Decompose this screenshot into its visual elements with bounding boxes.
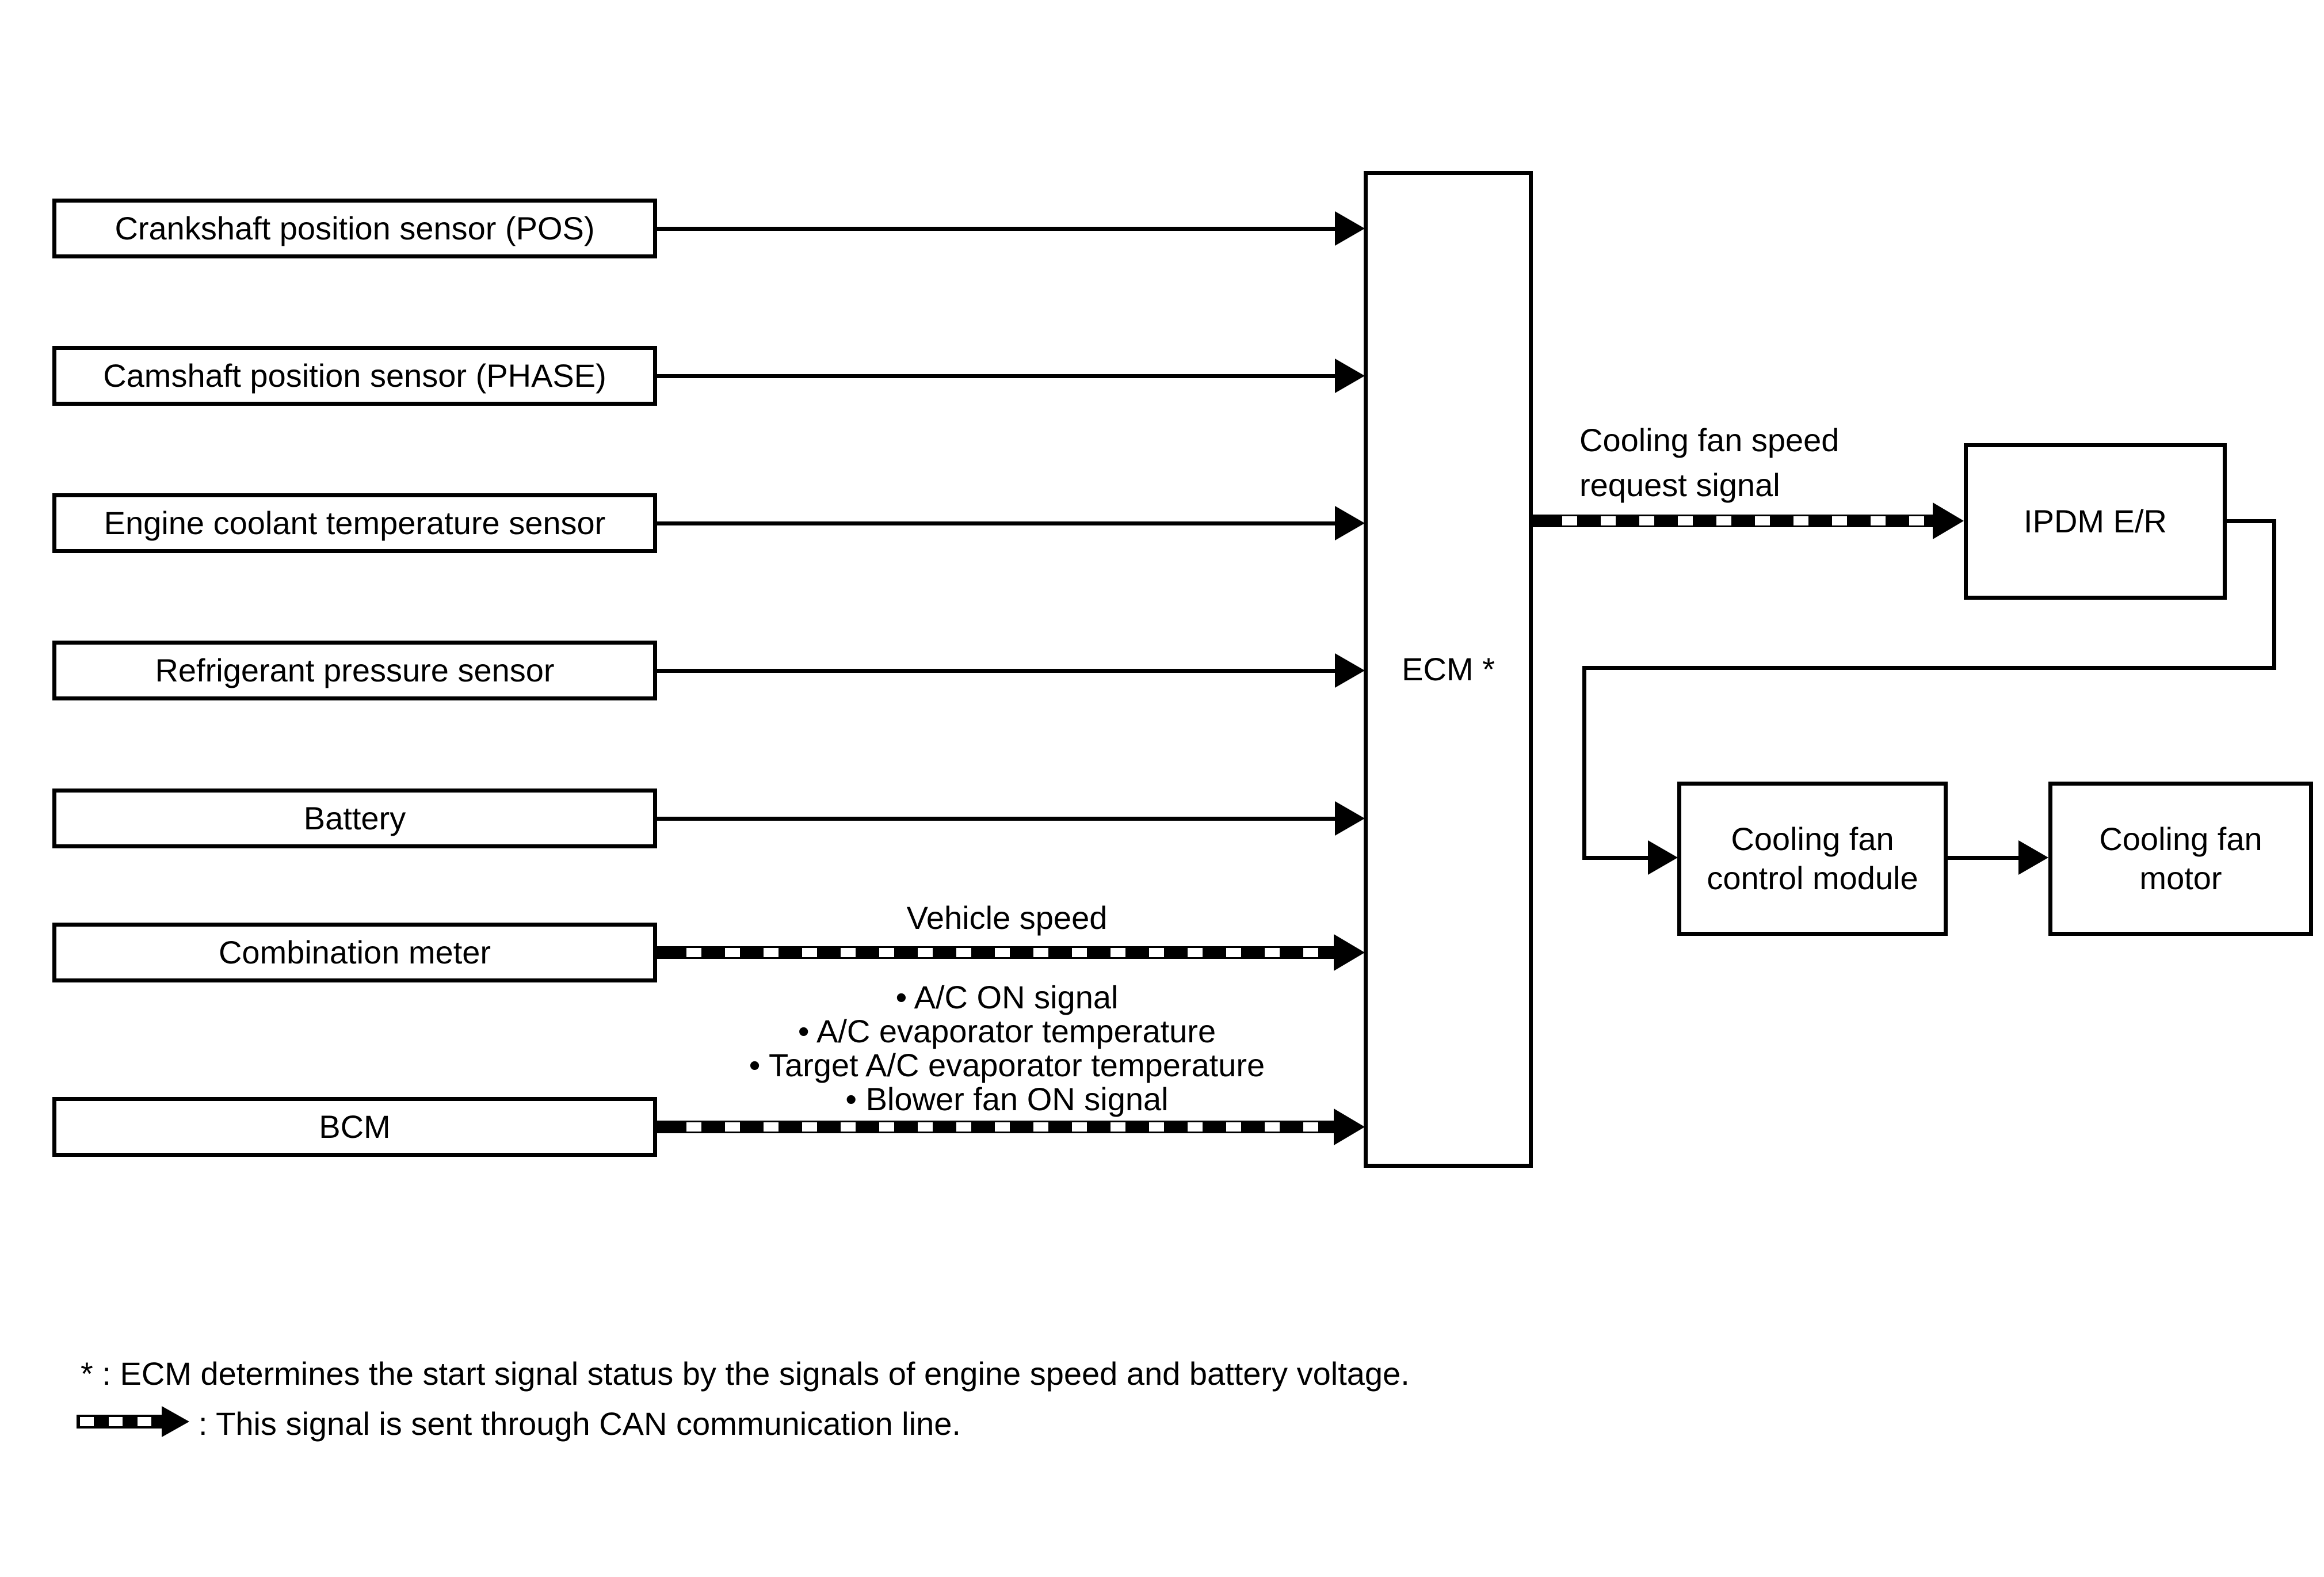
bcm-signal-target-evaporator-temp: • Target A/C evaporator temperature bbox=[749, 1047, 1265, 1083]
arrow-head-battery-to-ecm bbox=[1335, 801, 1365, 836]
bcm-label: BCM bbox=[319, 1109, 391, 1145]
arrow-head-crankshaft-to-ecm bbox=[1335, 211, 1365, 246]
cooling-fan-request-label: Cooling fan speed request signal bbox=[1579, 418, 1839, 508]
wire-return-horizontal-segment bbox=[1582, 666, 2276, 670]
can-legend-icon-head bbox=[162, 1406, 189, 1437]
cooling-fan-motor-line1: Cooling fan bbox=[2099, 821, 2262, 857]
cooling-fan-control-module-line1: Cooling fan bbox=[1731, 821, 1894, 857]
can-arrow-head-combination-meter-to-ecm bbox=[1334, 934, 1365, 971]
ecm-asterisk-footnote: * : ECM determines the start signal stat… bbox=[81, 1355, 1410, 1392]
can-footnote: : This signal is sent through CAN commun… bbox=[199, 1405, 961, 1442]
wire-left-down-segment bbox=[1582, 666, 1586, 860]
cooling-fan-motor-line2: motor bbox=[2139, 860, 2222, 896]
cooling-fan-request-line2: request signal bbox=[1579, 467, 1780, 503]
arrow-head-refrigerant-to-ecm bbox=[1335, 653, 1365, 688]
battery-box: Battery bbox=[52, 788, 657, 848]
engine-coolant-temperature-sensor-label: Engine coolant temperature sensor bbox=[104, 505, 606, 541]
refrigerant-pressure-sensor-box: Refrigerant pressure sensor bbox=[52, 641, 657, 700]
crankshaft-position-sensor-box: Crankshaft position sensor (POS) bbox=[52, 199, 657, 258]
can-arrow-head-ecm-to-ipdm bbox=[1933, 502, 1964, 539]
bcm-signal-list: • A/C ON signal • A/C evaporator tempera… bbox=[662, 980, 1352, 1116]
can-arrow-ecm-to-ipdm bbox=[1533, 515, 1934, 527]
arrow-line-battery-to-ecm bbox=[657, 817, 1336, 821]
cooling-fan-motor-box: Cooling fan motor bbox=[2048, 782, 2313, 936]
ipdm-er-box: IPDM E/R bbox=[1964, 443, 2227, 600]
wire-into-control-module-segment bbox=[1582, 856, 1649, 860]
engine-coolant-temperature-sensor-box: Engine coolant temperature sensor bbox=[52, 493, 657, 553]
cooling-fan-request-line1: Cooling fan speed bbox=[1579, 422, 1840, 458]
battery-label: Battery bbox=[303, 800, 406, 836]
combination-meter-box: Combination meter bbox=[52, 923, 657, 982]
can-legend-icon bbox=[77, 1415, 162, 1429]
ecm-box: ECM * bbox=[1364, 171, 1533, 1168]
ecm-label: ECM * bbox=[1402, 651, 1495, 687]
arrow-line-coolant-to-ecm bbox=[657, 521, 1336, 525]
arrow-head-wire-to-control-module bbox=[1648, 840, 1678, 875]
arrow-head-coolant-to-ecm bbox=[1335, 506, 1365, 540]
camshaft-position-sensor-label: Camshaft position sensor (PHASE) bbox=[103, 357, 606, 394]
camshaft-position-sensor-box: Camshaft position sensor (PHASE) bbox=[52, 346, 657, 406]
cooling-fan-control-module-line2: control module bbox=[1707, 860, 1918, 896]
arrow-line-crankshaft-to-ecm bbox=[657, 227, 1336, 231]
bcm-signal-evaporator-temp: • A/C evaporator temperature bbox=[797, 1013, 1216, 1049]
wire-ipdm-right-segment bbox=[2227, 519, 2276, 523]
wire-ipdm-down-segment bbox=[2272, 519, 2276, 670]
bcm-signal-blower-fan-on: • Blower fan ON signal bbox=[845, 1081, 1169, 1117]
arrow-line-refrigerant-to-ecm bbox=[657, 669, 1336, 673]
arrow-line-camshaft-to-ecm bbox=[657, 374, 1336, 378]
crankshaft-position-sensor-label: Crankshaft position sensor (POS) bbox=[115, 210, 595, 246]
can-arrow-combination-meter-to-ecm bbox=[657, 946, 1334, 959]
arrow-head-control-module-to-motor bbox=[2018, 840, 2048, 875]
arrow-head-camshaft-to-ecm bbox=[1335, 359, 1365, 393]
bcm-signal-ac-on: • A/C ON signal bbox=[895, 979, 1119, 1015]
bcm-box: BCM bbox=[52, 1097, 657, 1157]
cooling-fan-control-module-box: Cooling fan control module bbox=[1677, 782, 1948, 936]
ipdm-er-label: IPDM E/R bbox=[2024, 503, 2167, 539]
can-arrow-head-bcm-to-ecm bbox=[1334, 1109, 1365, 1145]
can-arrow-bcm-to-ecm bbox=[657, 1121, 1334, 1133]
refrigerant-pressure-sensor-label: Refrigerant pressure sensor bbox=[155, 652, 555, 688]
combination-meter-label: Combination meter bbox=[218, 934, 491, 970]
arrow-line-control-module-to-motor bbox=[1948, 856, 2021, 860]
vehicle-speed-label: Vehicle speed bbox=[906, 900, 1108, 936]
